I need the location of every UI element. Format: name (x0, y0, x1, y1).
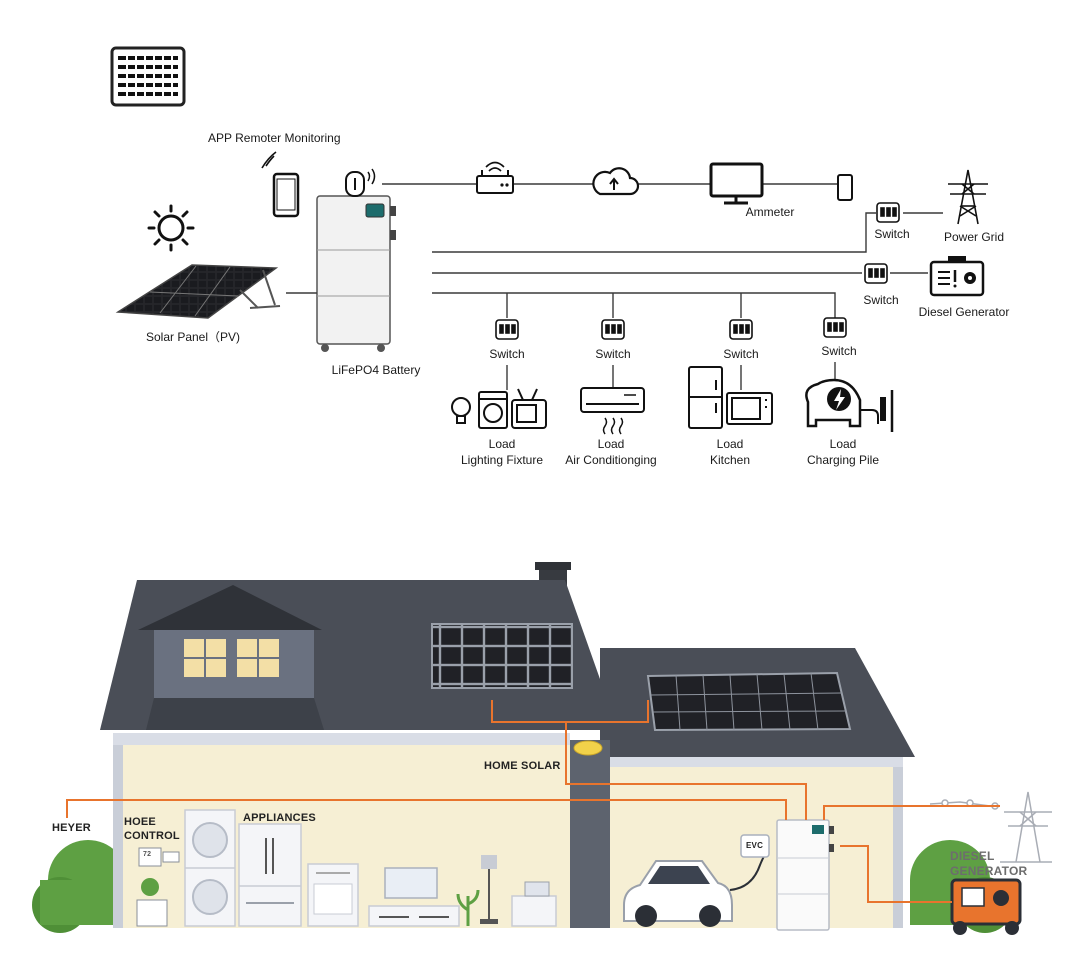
diesel-generator-icon (929, 256, 985, 297)
ev-charger-icon (805, 378, 894, 432)
load-kitchen-title: Load (716, 437, 744, 451)
power-grid-tower-icon (948, 169, 988, 225)
switch-grid-label: Switch (874, 227, 910, 241)
load-ac-name: Air Conditionging (565, 453, 657, 467)
generator-label: GENERATOR (950, 864, 1028, 878)
fridge-appliance (238, 823, 302, 927)
monitor-icon (709, 162, 764, 205)
load-charging-title: Load (829, 437, 857, 451)
control-label: CONTROL (124, 830, 180, 842)
roof-solar-panel-2 (646, 671, 852, 732)
washing-machine-icon (478, 391, 508, 429)
house-center-column (570, 740, 610, 928)
control-display-value: 72 (143, 851, 152, 858)
fridge-icon (688, 366, 723, 429)
load-ac-title: Load (597, 437, 625, 451)
solar-module-icon (110, 46, 186, 107)
light-bulb-icon (451, 397, 471, 424)
control-panel-appliance (136, 847, 180, 927)
ceiling-lamp (573, 740, 603, 756)
switch-kitchen-label: Switch (723, 347, 759, 361)
ammeter-label: Ammeter (745, 205, 795, 219)
switch-ac-label: Switch (595, 347, 631, 361)
home-diesel-generator (950, 878, 1022, 935)
heyer-label: HEYER (52, 822, 91, 834)
diesel-label: DIESEL (950, 849, 995, 863)
switch-icon-generator (864, 263, 888, 284)
dormer-windows (182, 637, 281, 679)
tv-icon (511, 388, 547, 429)
home-solar-label: HOME SOLAR (484, 760, 561, 772)
bush-left (32, 840, 135, 933)
wifi-signal-icon (261, 151, 277, 169)
load-lighting-title: Load (488, 437, 516, 451)
solar-array-icon (115, 264, 281, 319)
battery-label: LiFePO4 Battery (331, 363, 421, 377)
evc-box (740, 834, 770, 858)
load-charging-name: Charging Pile (806, 453, 880, 467)
router-icon (476, 161, 514, 194)
cloud-upload-icon (592, 167, 640, 196)
switch-icon-grid (876, 202, 900, 223)
electric-car (623, 860, 733, 927)
home-battery-unit (776, 819, 834, 931)
washer-dryer-stack (184, 809, 236, 927)
load-lighting-name: Lighting Fixture (460, 453, 544, 467)
dormer-wall (154, 630, 314, 698)
solar-panel-label: Solar Panel（PV) (145, 330, 241, 344)
switch-icon-lighting (495, 319, 519, 340)
desk-laptop (511, 881, 557, 927)
microwave-icon (726, 392, 773, 425)
switch-charging-label: Switch (821, 344, 857, 358)
dormer-roof (138, 585, 322, 630)
house-illustration (32, 562, 1052, 935)
oven-appliance (307, 863, 359, 927)
floor-lamp (480, 855, 498, 924)
hoee-label: HOEE (124, 816, 156, 828)
diesel-generator-label: Diesel Generator (918, 305, 1010, 319)
switch-icon-charging (823, 317, 847, 338)
evc-label: EVC (746, 841, 764, 850)
lifepo4-battery-unit (316, 195, 396, 352)
roof-solar-panel-1 (431, 623, 573, 689)
plant (456, 889, 480, 926)
switch-lighting-label: Switch (489, 347, 525, 361)
power-grid-label: Power Grid (943, 230, 1005, 244)
load-kitchen-name: Kitchen (709, 453, 751, 467)
mobile-phone-icon (837, 174, 853, 201)
switch-generator-label: Switch (863, 293, 899, 307)
connection-lines (286, 183, 943, 390)
tv-cabinet (368, 867, 460, 927)
switch-icons (495, 202, 900, 340)
wifi-dongle-icon (345, 168, 376, 197)
kitchen-icons (688, 366, 773, 429)
lighting-fixture-icons (451, 388, 547, 429)
switch-icon-ac (601, 319, 625, 340)
app-monitoring-label: APP Remoter Monitoring (208, 131, 341, 145)
orange-wiring (66, 700, 1000, 903)
air-conditioner-icon (580, 387, 645, 435)
sun-icon (147, 204, 195, 252)
appliances-label: APPLIANCES (243, 812, 316, 824)
switch-icon-kitchen (729, 319, 753, 340)
phone-icon (272, 172, 300, 218)
